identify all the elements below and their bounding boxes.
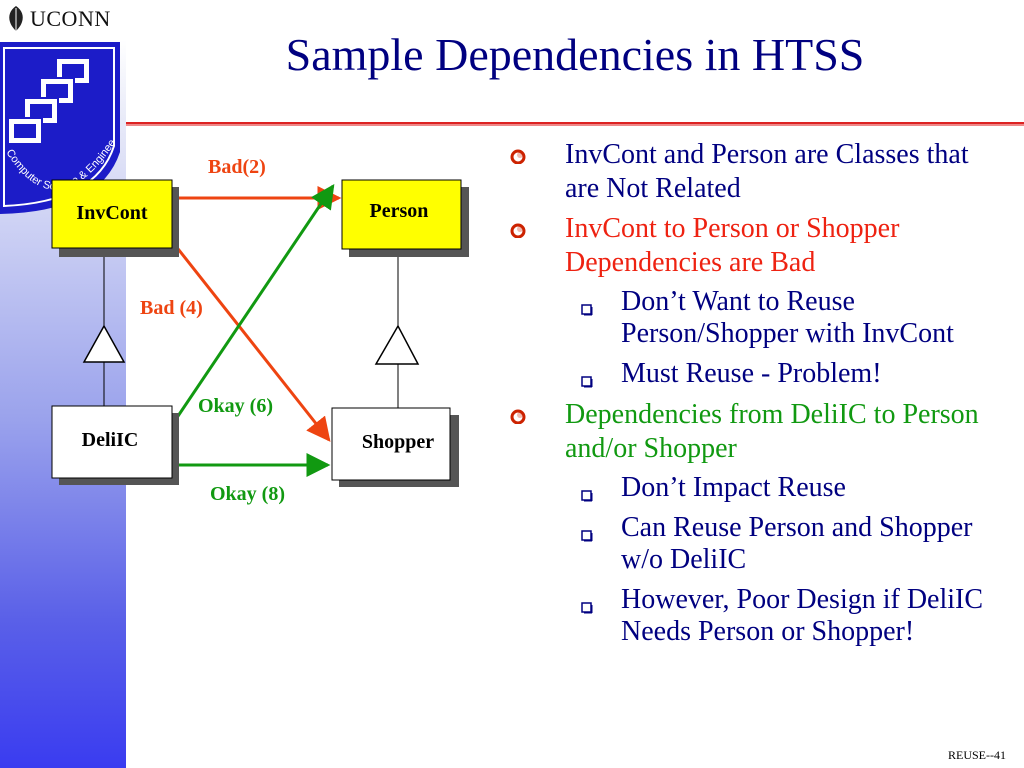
title-rule: [126, 122, 1024, 126]
square-bullet-icon: [581, 292, 593, 316]
bullet-circle-icon: [509, 400, 527, 434]
class-box-deliic: [51, 405, 173, 479]
bullet-item: Dependencies from DeliIC to Person and/o…: [505, 398, 1005, 466]
class-name-invcont: InvCont: [76, 202, 147, 224]
class-name-person: Person: [370, 200, 429, 222]
bullet-text: InvCont and Person are Classes that are …: [565, 139, 969, 204]
slide-title: Sample Dependencies in HTSS: [285, 29, 865, 80]
class-box-person: [341, 179, 462, 250]
edge-label-bad4: Bad (4): [140, 297, 203, 319]
sub-bullet-item: Don’t Want to Reuse Person/Shopper with …: [505, 286, 1005, 350]
sub-bullet-item: Don’t Impact Reuse: [505, 472, 1005, 504]
class-name-shopper: Shopper: [362, 431, 434, 453]
bullet-list: InvCont and Person are Classes that are …: [505, 138, 1005, 656]
square-bullet-icon: [581, 590, 593, 614]
sub-bullet-text: Don’t Impact Reuse: [621, 472, 846, 503]
sub-bullet-item: Must Reuse - Problem!: [505, 358, 1005, 390]
sub-bullet-text: However, Poor Design if DeliIC Needs Per…: [621, 584, 984, 647]
square-bullet-icon: [581, 364, 593, 388]
class-name-deliic: DeliIC: [82, 429, 139, 451]
slide-footer: REUSE--41: [948, 748, 1006, 762]
bullet-text: InvCont to Person or Shopper Dependencie…: [565, 213, 900, 278]
edge-label-okay8: Okay (8): [210, 483, 285, 505]
inheritance-triangle-person: [374, 324, 420, 365]
bullet-circle-icon: [509, 214, 527, 248]
bullet-text: Dependencies from DeliIC to Person and/o…: [565, 399, 979, 464]
class-box-shopper: [331, 407, 451, 481]
sub-bullet-text: Don’t Want to Reuse Person/Shopper with …: [621, 286, 954, 349]
oak-leaf-icon: [9, 6, 23, 32]
square-bullet-icon: [581, 478, 593, 502]
uconn-logo: UCONN: [0, 0, 126, 40]
square-bullet-icon: [581, 518, 593, 542]
bullet-circle-icon: [509, 140, 527, 174]
class-box-invcont: [51, 179, 173, 249]
edge-label-bad2: Bad(2): [208, 156, 266, 178]
edge-okay6: [172, 184, 335, 423]
sub-bullet-text: Can Reuse Person and Shopper w/o DeliIC: [621, 512, 973, 575]
edge-bad4: [169, 239, 331, 442]
sub-bullet-item: Can Reuse Person and Shopper w/o DeliIC: [505, 512, 1005, 576]
inheritance-triangle-invcont: [82, 324, 126, 363]
edge-label-okay6: Okay (6): [198, 395, 273, 417]
sub-bullet-text: Must Reuse - Problem!: [621, 358, 882, 389]
bullet-item: InvCont and Person are Classes that are …: [505, 138, 1005, 206]
sub-bullet-item: However, Poor Design if DeliIC Needs Per…: [505, 584, 1005, 648]
uconn-wordmark: UCONN: [30, 6, 111, 31]
bullet-item: InvCont to Person or Shopper Dependencie…: [505, 212, 1005, 280]
